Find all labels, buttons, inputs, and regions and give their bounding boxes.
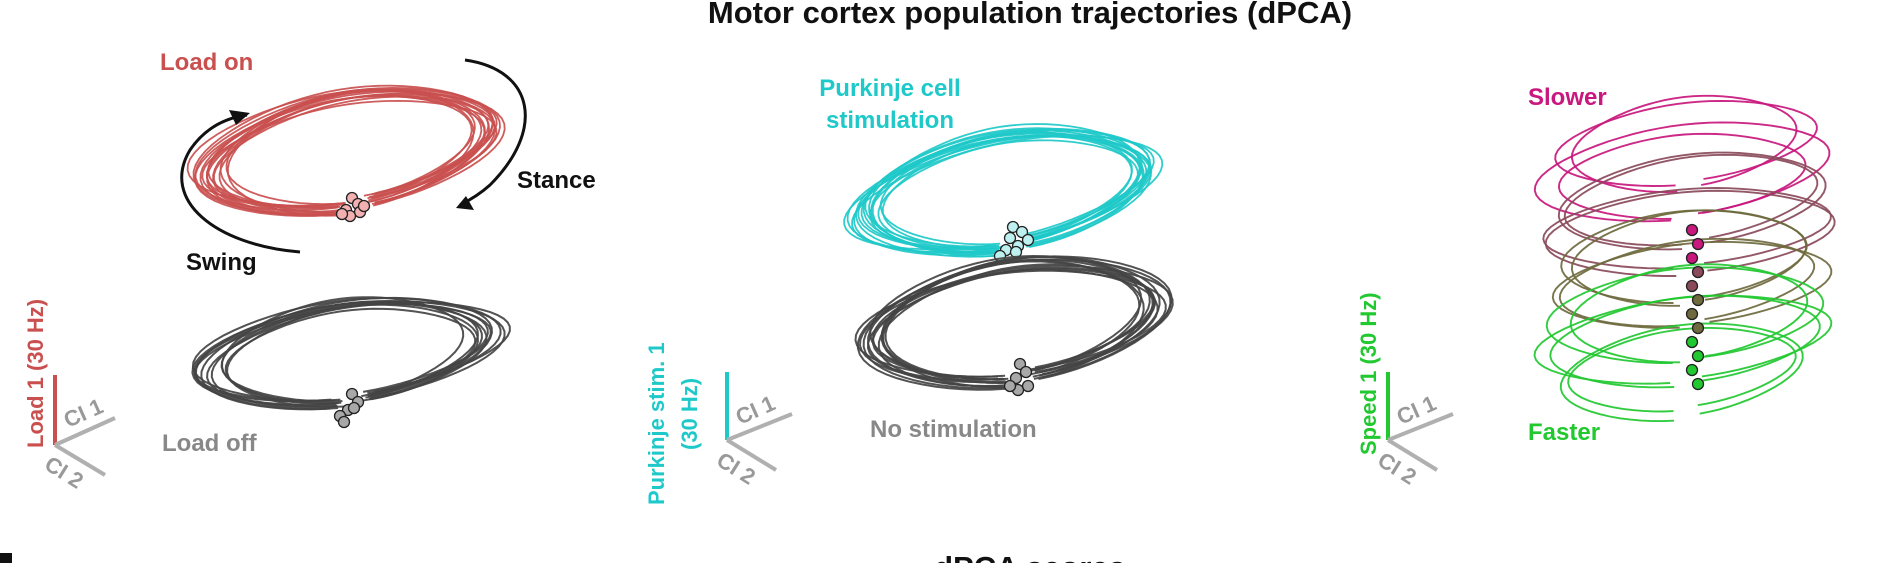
load-on-label: Load on (160, 49, 253, 76)
panel-stim: Purkinje cell stimulation No stimulation… (644, 75, 1174, 505)
stance-arrowhead (456, 196, 474, 210)
stim-label-line2: stimulation (826, 107, 954, 134)
faster-label: Faster (1528, 419, 1600, 446)
trajectory-line (857, 135, 1153, 251)
speed-axis-vertical-label: Speed 1 (30 Hz) (1356, 292, 1381, 455)
trajectory-start-marker (1691, 237, 1705, 251)
no-stim-trajectories (854, 254, 1174, 397)
trajectory-line (855, 132, 1152, 258)
figure-title: Motor cortex population trajectories (dP… (708, 0, 1352, 30)
trajectory-start-marker (1685, 223, 1699, 237)
trajectory-line (220, 300, 483, 403)
trajectory-start-marker (1685, 335, 1699, 349)
trajectory-line (1533, 121, 1831, 223)
trajectory-line (1549, 294, 1821, 389)
trajectory-line (862, 129, 1148, 255)
trajectory-line (225, 90, 476, 206)
swing-arrowhead (229, 110, 250, 125)
trajectory-line (1559, 322, 1804, 423)
no-stim-label: No stimulation (870, 416, 1037, 443)
trajectory-line (1571, 94, 1798, 193)
trajectory-line (882, 134, 1133, 249)
trajectory-start-marker (1021, 379, 1035, 393)
trajectory-line (219, 89, 486, 213)
panel-speed: Slower Faster Speed 1 (30 Hz) CI 1 CI 2 (1356, 84, 1836, 490)
trajectory-line (880, 131, 1133, 246)
trajectory-line (1544, 189, 1836, 277)
load-off-trajectories (191, 296, 511, 429)
trajectory-line (1542, 187, 1832, 270)
trajectory-line (1569, 263, 1809, 364)
footer-title: dPCA scores (934, 550, 1126, 563)
trajectory-line (880, 260, 1141, 384)
trajectory-line (858, 264, 1174, 384)
trajectory-line (206, 92, 498, 207)
stance-label: Stance (517, 167, 596, 194)
swing-arrow (180, 113, 301, 254)
slower-label: Slower (1528, 84, 1607, 111)
trajectory-line (200, 296, 493, 411)
trajectory-start-marker (1021, 233, 1035, 247)
stim-axis-vertical-label-line2: (30 Hz) (677, 378, 702, 450)
trajectory-start-marker (1685, 363, 1699, 377)
stim-trajectories (843, 123, 1164, 263)
trajectory-start-marker (337, 415, 351, 429)
trajectory-start-marker (1003, 231, 1017, 245)
trajectory-line (1560, 209, 1808, 304)
trajectory-line (843, 134, 1155, 251)
trajectory-start-marker (1009, 371, 1023, 385)
stance-arrow (459, 58, 527, 207)
load-axis-vertical-label: Load 1 (30 Hz) (23, 299, 48, 448)
trajectory-line (1567, 326, 1797, 413)
load-axis-triad: Load 1 (30 Hz) CI 1 CI 2 (23, 299, 116, 494)
trajectory-line (1557, 151, 1827, 251)
stim-label-line1: Purkinje cell (819, 75, 960, 102)
trajectory-start-marker (1691, 265, 1705, 279)
trajectory-line (869, 135, 1141, 253)
trajectory-line (1563, 153, 1819, 247)
trajectory-line (864, 127, 1143, 248)
trajectory-start-marker (1691, 321, 1705, 335)
trajectory-line (213, 95, 490, 208)
trajectory-start-marker (1691, 377, 1705, 391)
trajectory-line (1545, 266, 1825, 365)
trajectory-line (866, 266, 1155, 382)
stim-axis-vertical-label-line1: Purkinje stim. 1 (644, 342, 669, 505)
trajectory-start-marker (1003, 379, 1017, 393)
panel-load: Load on Swing Stance Load off Load 1 (30… (23, 49, 596, 494)
trajectory-line (867, 258, 1154, 388)
next-panel-label-mark (0, 553, 12, 563)
trajectory-start-marker (1013, 357, 1027, 371)
trajectory-start-marker (1685, 307, 1699, 321)
trajectory-line (201, 99, 498, 210)
speed-trajectories (1533, 94, 1836, 423)
trajectory-start-marker (1685, 251, 1699, 265)
trajectory-line (194, 90, 506, 217)
trajectory-start-marker (1015, 225, 1029, 239)
trajectory-line (194, 86, 494, 211)
load-on-trajectories (186, 84, 506, 223)
trajectory-start-marker (347, 401, 361, 415)
trajectory-line (221, 296, 465, 406)
trajectory-start-marker (1691, 349, 1705, 363)
swing-label: Swing (186, 249, 257, 276)
trajectory-start-marker (335, 207, 349, 221)
trajectory-start-marker (345, 387, 359, 401)
trajectory-start-marker (1691, 293, 1705, 307)
trajectory-line (871, 267, 1157, 378)
trajectory-start-marker (1019, 365, 1033, 379)
trajectory-start-marker (1685, 279, 1699, 293)
load-off-label: Load off (162, 430, 258, 457)
speed-axis-triad: Speed 1 (30 Hz) CI 1 CI 2 (1356, 292, 1454, 490)
load-axis-ci2-label: CI 2 (40, 451, 87, 494)
trajectory-start-marker (357, 199, 371, 213)
trajectory-line (1554, 99, 1818, 187)
stim-axis-triad: Purkinje stim. 1 (30 Hz) CI 1 CI 2 (644, 342, 793, 505)
